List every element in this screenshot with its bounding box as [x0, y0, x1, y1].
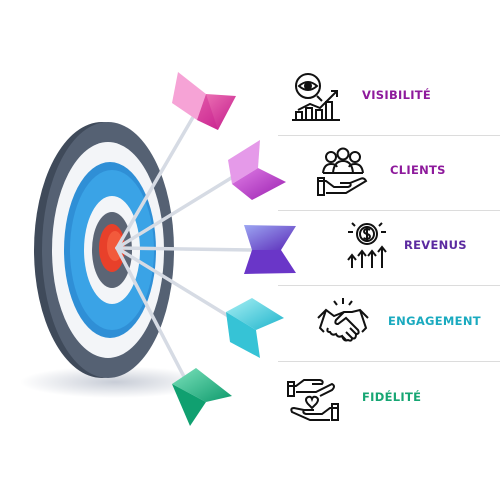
arrow-green — [115, 246, 232, 426]
arrow-cyan — [115, 246, 284, 358]
item-label-visibilite: VISIBILITÉ — [362, 88, 432, 102]
divider — [278, 135, 500, 136]
divider — [278, 361, 500, 362]
target-board — [34, 122, 174, 378]
list-item-fidelite: FIDÉLITÉ — [278, 364, 500, 438]
arrow-violet — [115, 225, 296, 274]
divider — [278, 210, 500, 211]
hand-holding-heart-icon — [287, 379, 339, 421]
eye-growth-chart-icon — [292, 73, 340, 121]
list-item-engagement: ENGAGEMENT — [278, 288, 500, 362]
handshake-icon — [317, 298, 369, 342]
divider — [278, 285, 500, 286]
arrow-magenta — [115, 140, 286, 250]
list-item-clients: CLIENTS — [278, 137, 500, 211]
list-item-revenus: REVENUS — [278, 212, 500, 286]
list-item-visibilite: VISIBILITÉ — [278, 62, 500, 136]
item-label-revenus: REVENUS — [404, 238, 467, 252]
item-label-engagement: ENGAGEMENT — [388, 314, 481, 328]
item-label-fidelite: FIDÉLITÉ — [362, 390, 422, 404]
dollar-coin-rising-arrows-icon — [347, 222, 387, 268]
item-label-clients: CLIENTS — [390, 163, 446, 177]
target-shadow — [20, 366, 210, 398]
arrow-pink — [115, 72, 236, 250]
hand-holding-people-icon — [317, 147, 368, 196]
